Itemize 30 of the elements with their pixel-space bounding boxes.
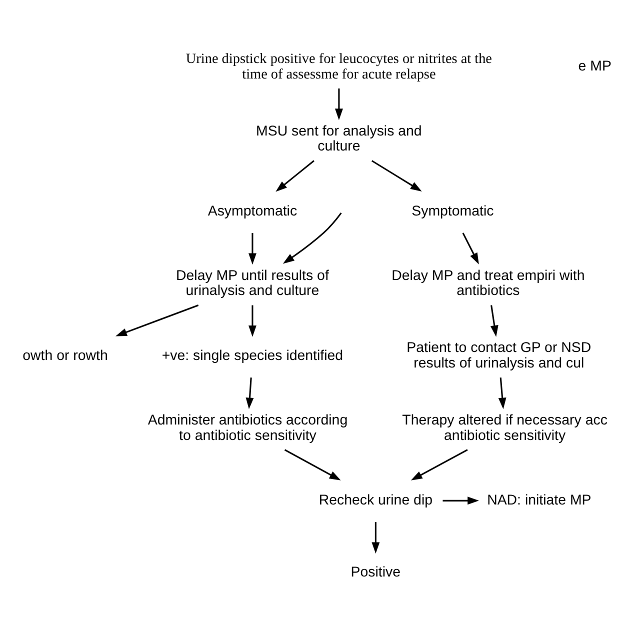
arrow	[462, 232, 479, 264]
node-text: NAD: initiate MP	[487, 492, 592, 508]
arrow	[334, 88, 343, 120]
node-text: Administer antibiotics according to antibiotic sensitivity	[148, 412, 348, 444]
node-text: Delay MP and treat empiri with antibiotics	[392, 268, 585, 300]
node-text: Delay MP until results of urinalysis and culture	[176, 268, 329, 300]
node-text: Patient to contact GP or NSD results of urinalysis and cul	[406, 340, 592, 372]
arrow	[248, 305, 256, 337]
node-text: MSU sent for analysis and culture	[256, 123, 422, 155]
node-text: owth or rowth	[22, 348, 108, 364]
arrow	[498, 377, 506, 410]
arrow	[372, 522, 380, 554]
node-text: e MP	[578, 58, 612, 75]
node-text: Symptomatic	[412, 203, 494, 220]
arrow	[248, 233, 256, 265]
node-text: Therapy altered if necessary acc antibiotic sensitivity	[402, 412, 608, 444]
arrow	[371, 160, 422, 192]
node-text: Recheck urine dip	[318, 492, 433, 508]
node-text: +ve: single species identified	[162, 348, 344, 364]
arrow	[490, 305, 498, 337]
arrow	[410, 449, 468, 480]
node-text: Positive	[350, 564, 401, 581]
arrow	[276, 160, 314, 192]
arrow	[442, 496, 479, 505]
node-text: Urine dipstick positive for leucocytes or nitrites at the time of assessme for acute relapse	[186, 51, 492, 82]
arrow	[116, 304, 199, 336]
arrow	[246, 377, 254, 410]
node-text: Asymptomatic	[208, 203, 298, 220]
arrow	[282, 212, 342, 264]
arrow	[284, 449, 341, 480]
